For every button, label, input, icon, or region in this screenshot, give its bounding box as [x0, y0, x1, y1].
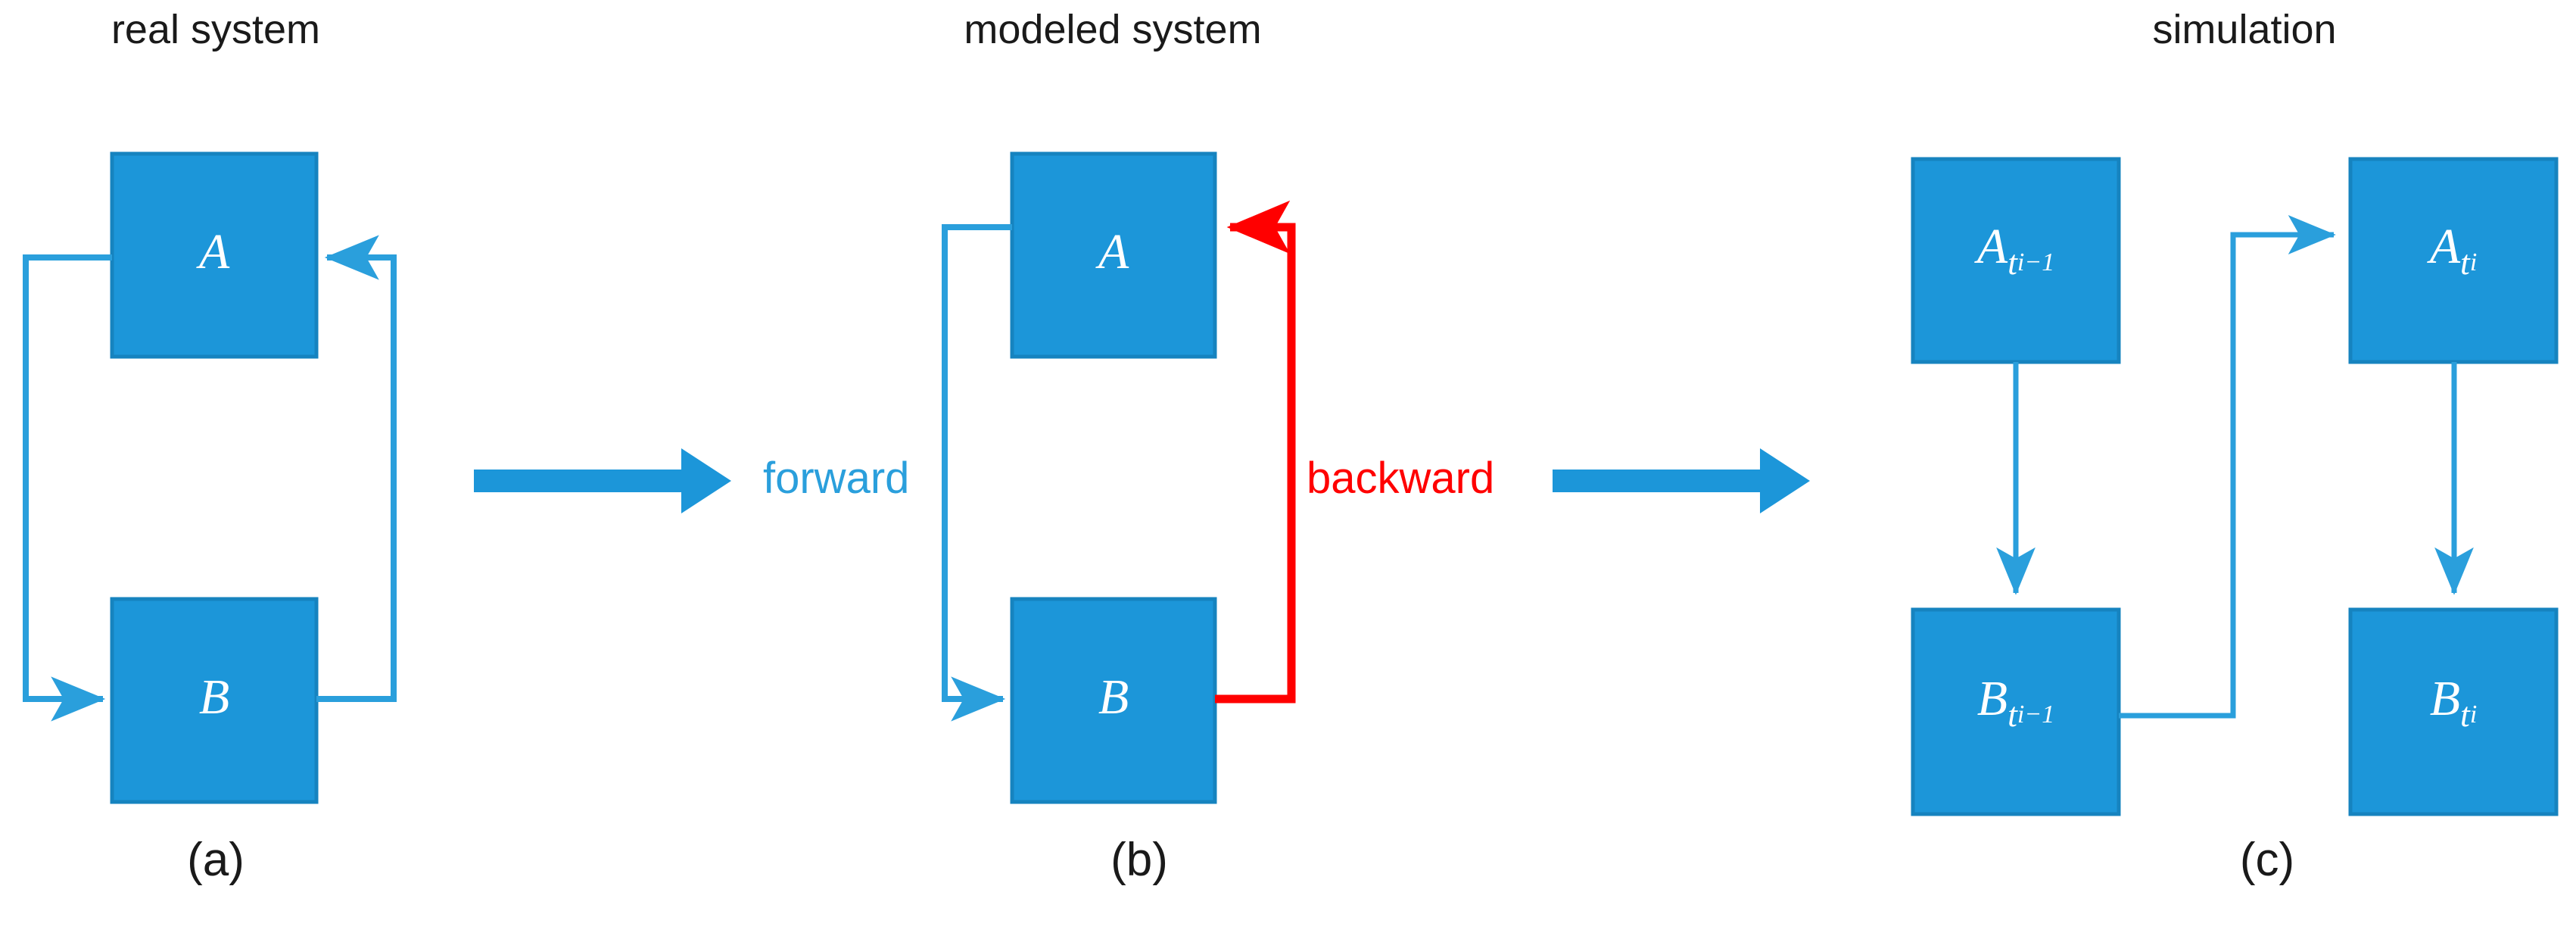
- node-a-prev-box: [1911, 157, 2121, 364]
- edge-a-to-b-path: [23, 254, 112, 722]
- panel-a-title: real system: [111, 7, 321, 52]
- node-a-box: [110, 151, 319, 359]
- edge-backward-label: backward: [1307, 454, 1495, 503]
- node-a-box: [1010, 151, 1217, 359]
- transition-arrow-b-c-shape: [1553, 448, 1810, 513]
- node-b-prev-box: [1911, 607, 2121, 816]
- node-b-box: [110, 597, 319, 804]
- panel-b-caption: (b): [1110, 834, 1168, 886]
- panel-c-title: simulation: [2152, 7, 2337, 52]
- edge-forward-label: forward: [763, 454, 910, 503]
- panel-a-group: [23, 151, 397, 804]
- panel-b-title: modeled system: [964, 7, 1262, 52]
- edge-forward-path: [942, 224, 1012, 722]
- panel-a-caption: (a): [187, 834, 245, 886]
- transition-arrow-b-c-group: [1553, 448, 1810, 513]
- panel-b-group: [942, 151, 1296, 804]
- edge-b-to-a-path: [316, 235, 397, 702]
- node-b-cur-box: [2348, 607, 2559, 816]
- transition-arrow-a-b-shape: [474, 448, 731, 513]
- panel-c-caption: (c): [2239, 834, 2295, 886]
- edge-backward-path: [1215, 200, 1296, 704]
- panel-c-group: [1911, 157, 2559, 816]
- transition-arrow-a-b-group: [474, 448, 731, 513]
- node-a-cur-box: [2348, 157, 2559, 364]
- edge-bprev-to-acur-path: [2119, 215, 2336, 719]
- node-b-box: [1010, 597, 1217, 804]
